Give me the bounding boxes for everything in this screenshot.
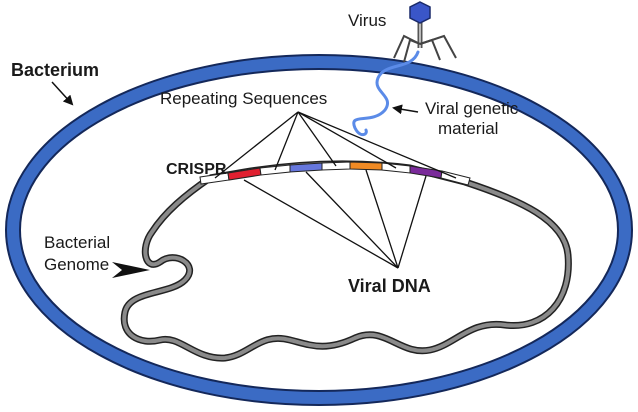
bacterial-genome-arrow [112, 262, 150, 278]
viral-genetic-material [352, 50, 420, 137]
bacterial-genome-label-line1: Bacterial [44, 233, 110, 252]
bacterial-genome-label-line2: Genome [44, 255, 109, 274]
viral-dna-pointers [243, 169, 427, 269]
repeating-sequences-label: Repeating Sequences [160, 89, 327, 108]
bacterium-arrow [51, 81, 74, 106]
viral-genetic-material-label-line2: material [438, 119, 498, 138]
bacterium-label: Bacterium [11, 60, 99, 80]
viral-dna-label: Viral DNA [348, 276, 431, 296]
virus-icon [393, 1, 457, 63]
bacterial-genome [122, 161, 571, 361]
crispr-label: CRISPR [166, 161, 227, 178]
virus-label: Virus [348, 11, 386, 30]
bacterium-cell-wall-fill [7, 56, 631, 404]
spacer-blue [289, 162, 323, 173]
repeating-sequences-pointers [214, 111, 457, 179]
viral-material-arrow [392, 104, 419, 115]
viral-genetic-material-label-line1: Viral genetic [425, 99, 519, 118]
spacer-orange [349, 161, 383, 171]
